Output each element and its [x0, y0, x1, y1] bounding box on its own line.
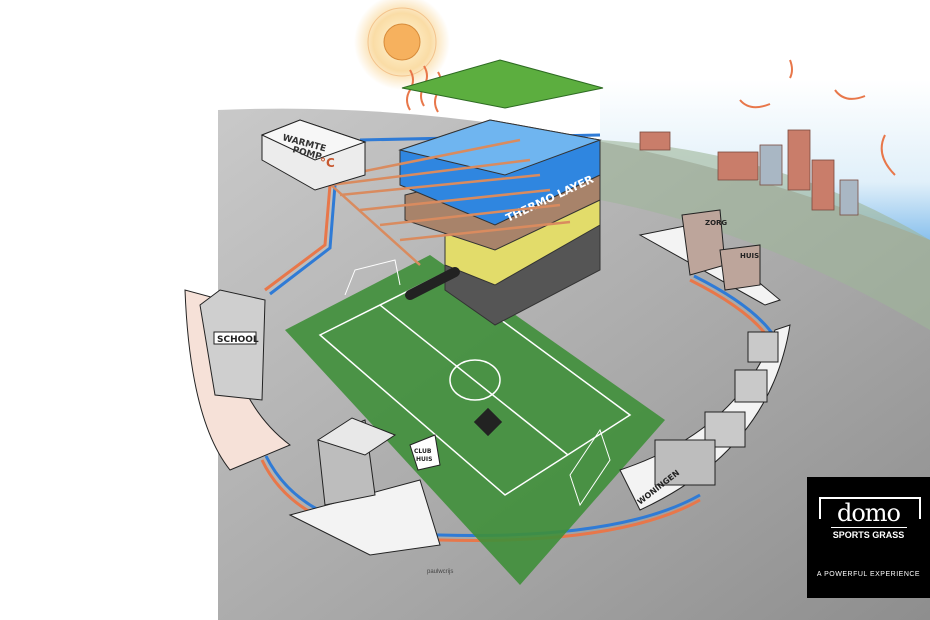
city-skyline — [639, 129, 859, 216]
distant-hills — [600, 140, 930, 330]
pitch-lines — [318, 274, 632, 496]
pipe-network — [260, 133, 776, 542]
logo-subtitle: SPORTS GRASS — [832, 530, 905, 540]
care-home-label: ZORG — [705, 219, 727, 227]
sun-icon — [354, 0, 450, 90]
logo-brand: domo — [836, 499, 901, 527]
houses-building: WONINGEN — [619, 324, 791, 511]
temperature-icon: °C — [320, 156, 335, 170]
artist-signature: paulwcrijs — [427, 569, 453, 575]
logo-frame — [819, 497, 921, 519]
layer-stack — [398, 119, 602, 326]
football-pitch — [285, 255, 665, 585]
school-label: SCHOOL — [217, 335, 259, 345]
pitch-cutout — [473, 407, 503, 437]
clubhouse-label: CLUB — [414, 448, 432, 455]
care-home-building: ZORG HUIS — [638, 209, 782, 306]
domo-logo: domo SPORTS GRASS A POWERFUL EXPERIENCE — [807, 477, 930, 598]
logo-underline — [831, 527, 907, 528]
school-building: SCHOOL — [184, 289, 291, 471]
logo-tagline: A POWERFUL EXPERIENCE — [816, 571, 921, 578]
clubhouse-building: CLUB HUIS paulwcrijs — [288, 417, 453, 575]
pipe-outlet — [405, 267, 460, 300]
care-home-label-2: HUIS — [740, 252, 759, 260]
goal-icon — [344, 259, 611, 507]
grass-layer — [401, 59, 604, 109]
copper-pipes — [319, 138, 571, 266]
heat-pump: WARMTE POMP °C — [260, 119, 367, 191]
clubhouse-label-2: HUIS — [416, 456, 432, 463]
